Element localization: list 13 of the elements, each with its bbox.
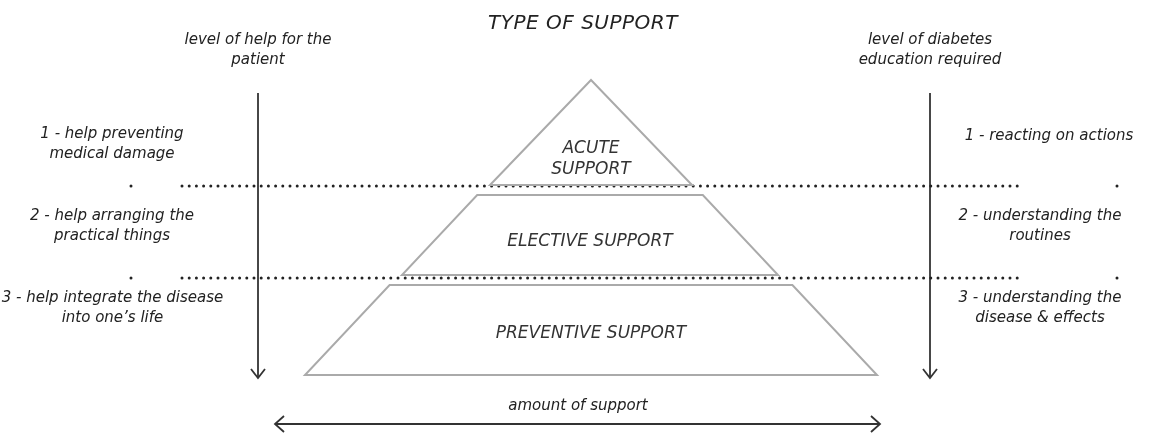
annotation-text: 3 - understanding the disease & effects: [957, 288, 1123, 327]
level-label: ELECTIVE SUPPORT: [506, 229, 675, 251]
annotation-text: 3 - help integrate the disease into one’s life: [0, 288, 225, 327]
annotation-text: 1 - help preventing medical damage: [39, 124, 185, 163]
annotation-text: 1 - reacting on actions: [963, 126, 1135, 146]
annotation-text: amount of support: [507, 396, 649, 416]
level-label: ACUTE SUPPORT: [550, 136, 633, 179]
annotation-text: level of diabetes education required: [857, 30, 1003, 69]
diagram-title: TYPE OF SUPPORT: [487, 10, 680, 34]
annotation-text: level of help for the patient: [183, 30, 333, 69]
level-label: PREVENTIVE SUPPORT: [494, 321, 688, 343]
annotation-text: 2 - help arranging the practical things: [29, 206, 195, 245]
annotation-text: 2 - understanding the routines: [957, 206, 1123, 245]
